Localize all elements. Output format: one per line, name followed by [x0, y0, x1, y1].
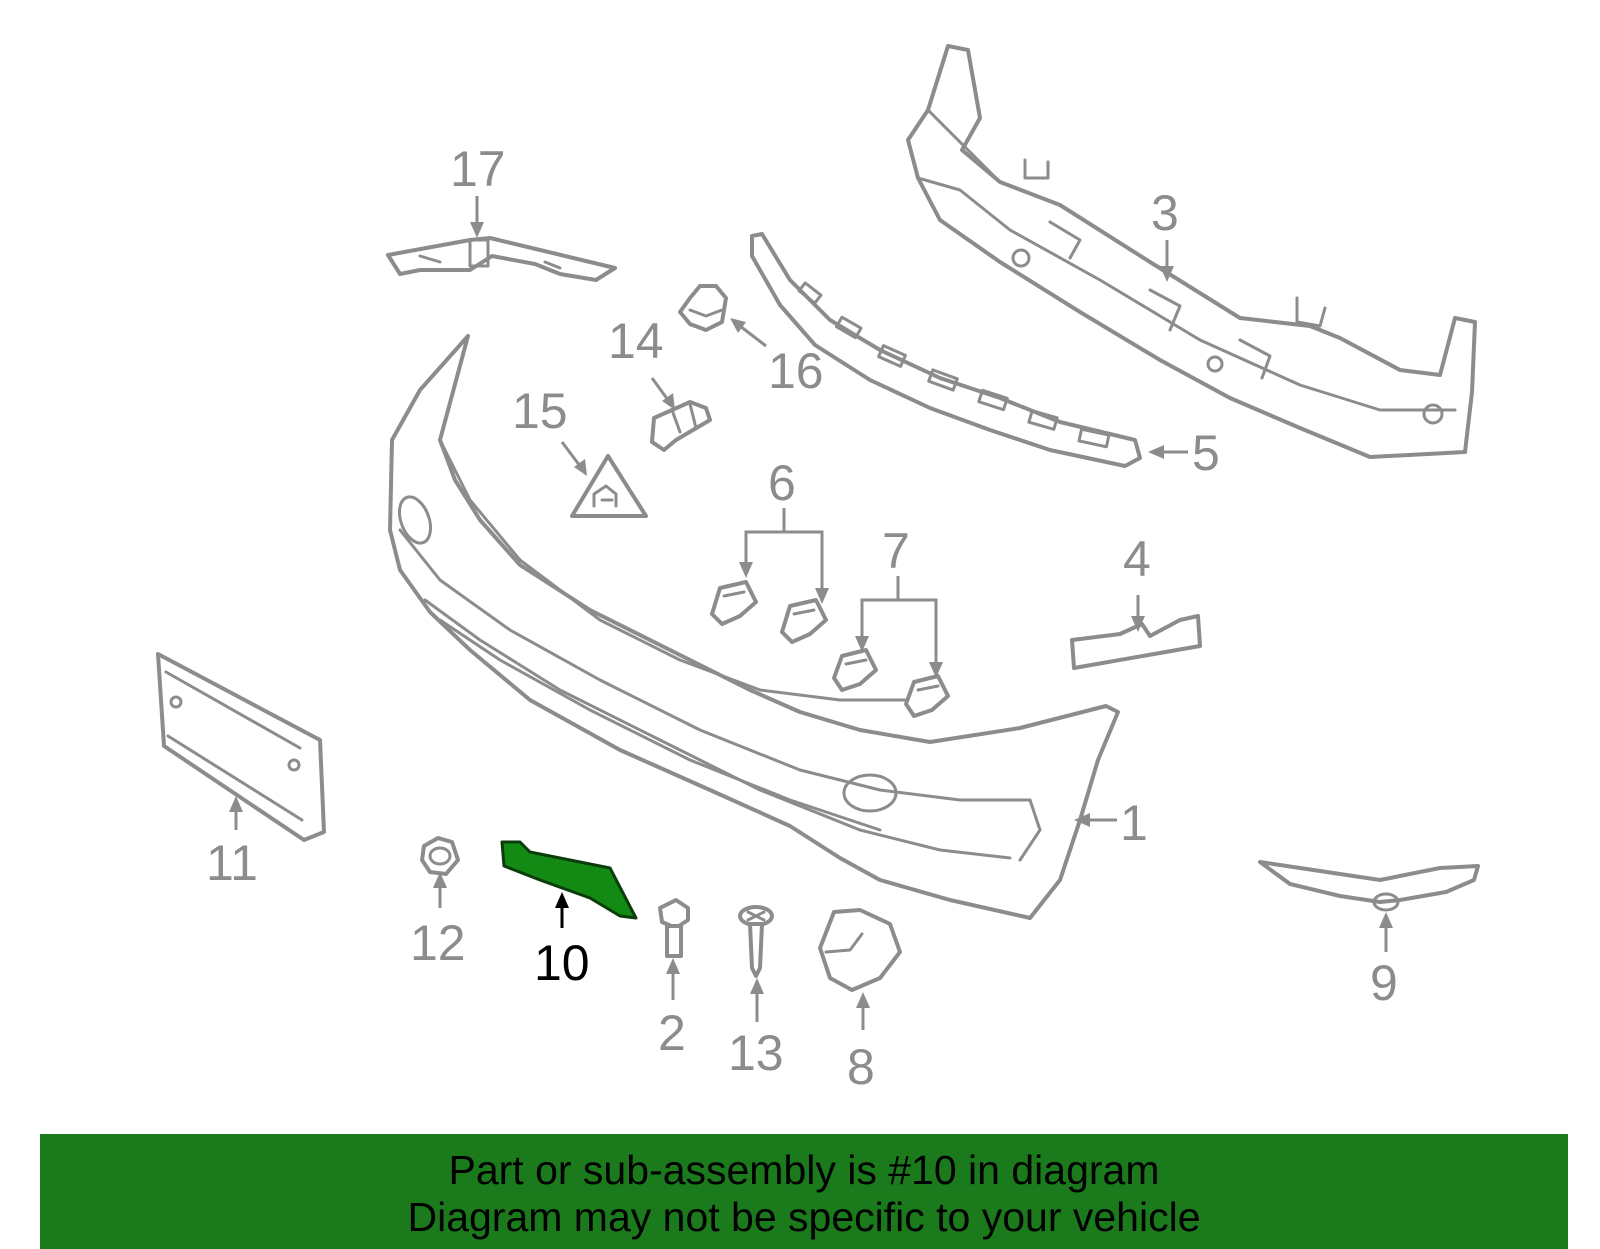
callout-14: 14	[608, 313, 664, 369]
part-3-reinforcement-beam	[906, 44, 1477, 459]
part-7-caps	[832, 648, 950, 718]
part-17-bracket	[386, 236, 617, 282]
callout-10-highlighted: 10	[534, 935, 590, 991]
part-6-caps	[710, 580, 828, 644]
part-11-license-bracket	[156, 652, 326, 842]
callout-9: 9	[1370, 955, 1398, 1011]
info-banner: Part or sub-assembly is #10 in diagram D…	[40, 1134, 1568, 1249]
callout-4: 4	[1123, 531, 1151, 587]
callout-2: 2	[658, 1005, 686, 1061]
part-5-absorber	[750, 232, 1142, 468]
callout-6: 6	[768, 455, 796, 511]
callout-1: 1	[1120, 795, 1148, 851]
leader-lines	[229, 196, 1393, 1030]
callout-12: 12	[410, 915, 466, 971]
part-9-strip	[1258, 860, 1480, 912]
callout-3: 3	[1151, 185, 1179, 241]
part-16-clip	[678, 284, 728, 332]
callout-7: 7	[882, 523, 910, 579]
callout-5: 5	[1192, 425, 1220, 481]
callout-15: 15	[512, 383, 568, 439]
callout-11: 11	[206, 835, 258, 891]
callout-13: 13	[728, 1025, 784, 1081]
callout-16: 16	[768, 343, 824, 399]
callout-8: 8	[847, 1039, 875, 1095]
parts-diagram: 1 2 3 4 5 6 7 8 9 10 11 12 13 14 15 16 1…	[156, 44, 1480, 1095]
callout-17: 17	[450, 141, 506, 197]
part-12-grommet	[420, 836, 460, 876]
part-4-bracket	[1070, 614, 1202, 670]
banner-line-disclaimer: Diagram may not be specific to your vehi…	[407, 1194, 1201, 1240]
part-8-fog-cover	[818, 908, 902, 992]
part-13-screw	[738, 905, 774, 978]
part-15-label	[570, 454, 648, 518]
part-14-sensor	[650, 400, 712, 452]
callout-labels: 1 2 3 4 5 6 7 8 9 10 11 12 13 14 15 16 1…	[206, 141, 1398, 1095]
part-2-bolt	[658, 898, 690, 958]
part-10-deflector-highlighted	[500, 840, 638, 920]
banner-line-part-number: Part or sub-assembly is #10 in diagram	[448, 1147, 1160, 1193]
part-1-bumper-cover	[388, 334, 1120, 920]
